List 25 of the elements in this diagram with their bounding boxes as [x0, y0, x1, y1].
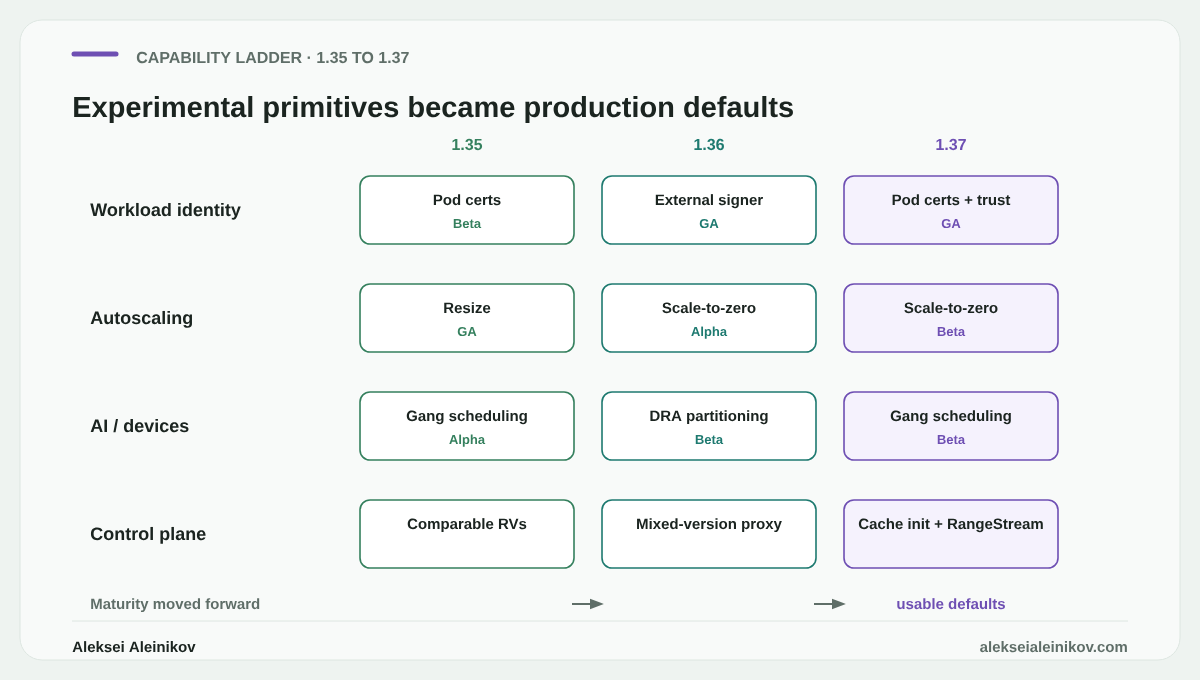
- row-label: Workload identity: [90, 202, 241, 220]
- feature-box: Cache init + RangeStream: [843, 499, 1059, 569]
- feature-box: Pod certs + trust GA: [843, 175, 1059, 245]
- feature-box: Scale-to-zero Beta: [843, 283, 1059, 353]
- feature-box: Scale-to-zero Alpha: [601, 283, 817, 353]
- feature-box: Pod certs Beta: [359, 175, 575, 245]
- kicker-text: CAPABILITY LADDER · 1.35 TO 1.37: [136, 51, 409, 64]
- row-label: Control plane: [90, 526, 206, 544]
- feature-box: Gang scheduling Beta: [843, 391, 1059, 461]
- feature-box: Mixed-version proxy: [601, 499, 817, 569]
- row-label: AI / devices: [90, 418, 189, 433]
- row-label: Autoscaling: [90, 310, 192, 328]
- feature-box: Resize GA: [359, 283, 575, 353]
- feature-box: External signer GA: [601, 175, 817, 245]
- column-header: 1.36: [694, 138, 724, 151]
- column-header: 1.35: [452, 138, 483, 151]
- footnote-text: usable defaults: [897, 598, 1005, 610]
- column-header: 1.37: [936, 138, 966, 151]
- title: Experimental primitives became production defaults: [74, 96, 793, 123]
- author-name: Aleksei Aleinikov: [72, 641, 196, 653]
- website-text: alekseialeinikov.com: [980, 641, 1127, 653]
- feature-box: DRA partitioning Beta: [601, 391, 817, 461]
- feature-box: Comparable RVs: [359, 499, 575, 569]
- footnote-text: Maturity moved forward: [91, 598, 260, 613]
- feature-box: Gang scheduling Alpha: [359, 391, 575, 461]
